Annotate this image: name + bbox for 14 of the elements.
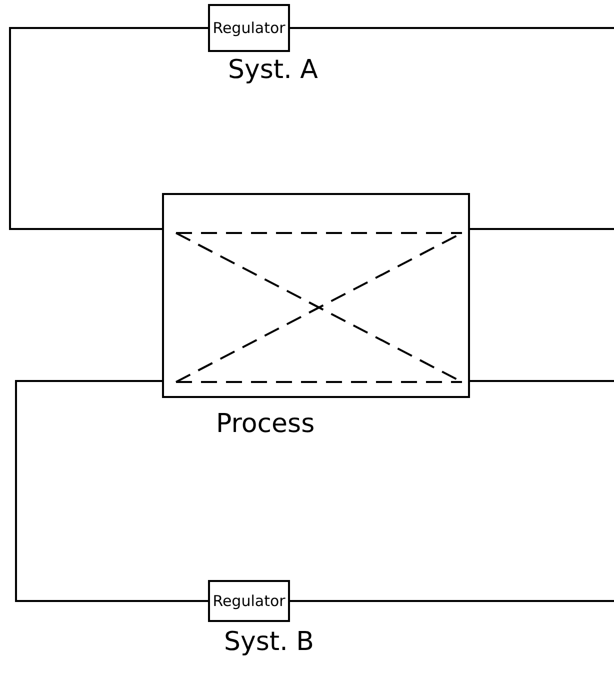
connector-line xyxy=(290,27,614,29)
connector-line xyxy=(470,228,614,230)
node-caption: Process xyxy=(216,408,315,440)
connector-line xyxy=(470,380,614,382)
node-caption: Syst. B xyxy=(224,626,314,658)
node-caption: Syst. A xyxy=(228,54,318,86)
regulator-box xyxy=(208,580,290,622)
node-label: Regulator xyxy=(212,20,286,36)
connector-line xyxy=(290,600,614,602)
connector-line xyxy=(15,380,208,602)
node-label: Regulator xyxy=(212,594,286,608)
regulator-box xyxy=(208,4,290,52)
connector-line xyxy=(9,27,208,230)
process-box xyxy=(162,193,470,398)
